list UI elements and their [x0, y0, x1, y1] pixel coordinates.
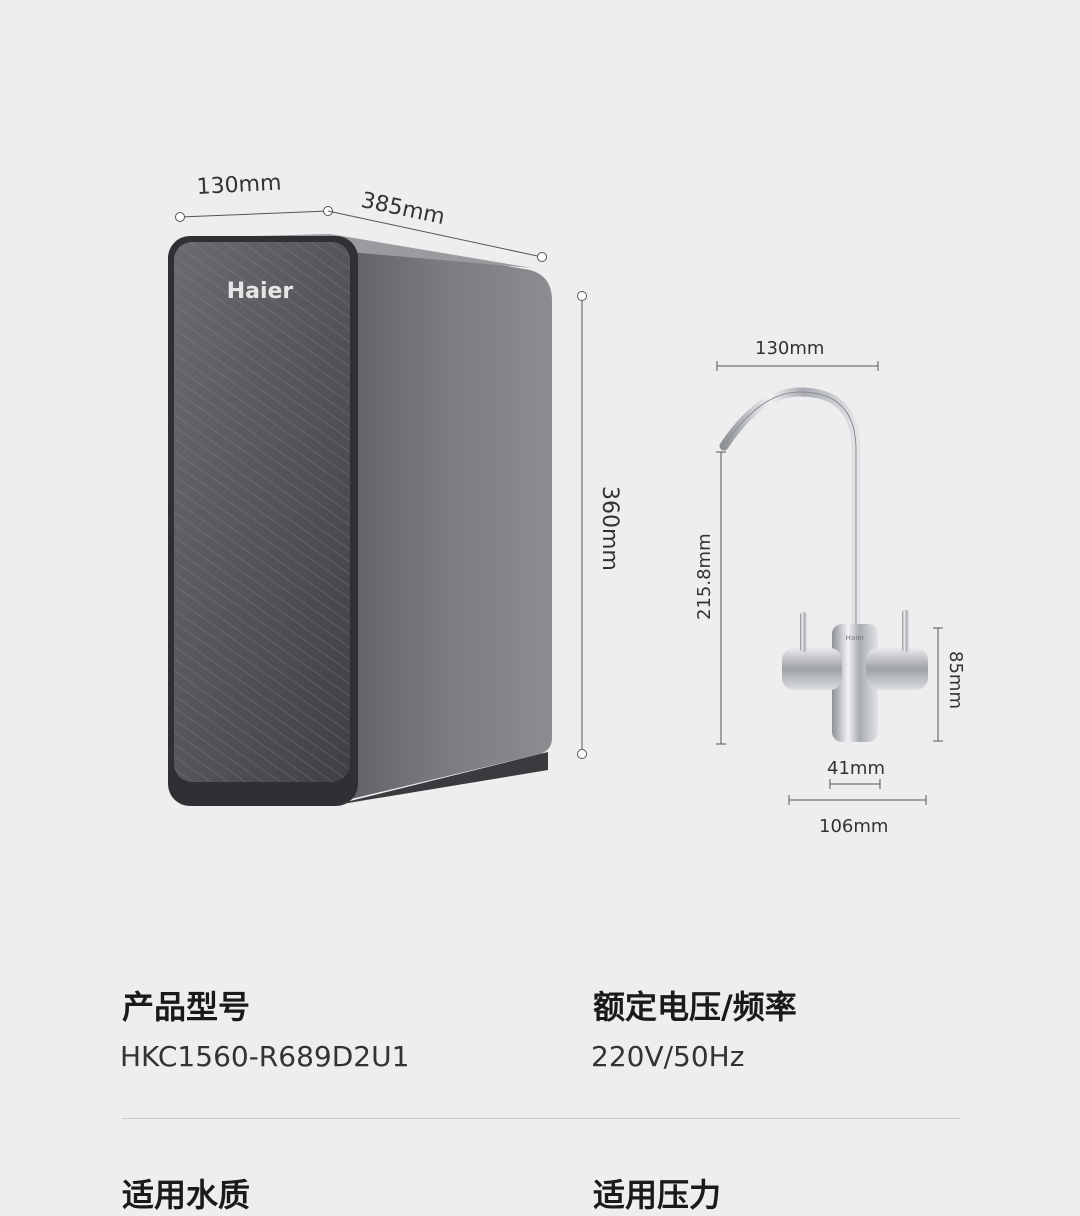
spec-label-model: 产品型号 [122, 988, 251, 1026]
faucet-height-label: 215.8mm [694, 533, 715, 620]
faucet-spout-label: 130mm [755, 338, 825, 359]
spec-label-water-quality: 适用水质 [122, 1176, 251, 1214]
faucet-base-width-label: 106mm [819, 816, 889, 837]
spec-label-pressure: 适用压力 [593, 1176, 722, 1214]
purifier-illustration: Haier [168, 206, 943, 806]
purifier-width-dimension [175, 206, 333, 222]
faucet-body-width-label: 41mm [827, 758, 885, 779]
purifier-width-label: 130mm [196, 170, 283, 200]
purifier-side-panel [330, 236, 552, 804]
faucet-illustration: Haier [719, 387, 928, 742]
purifier-base [180, 752, 548, 806]
spec-value-voltage: 220V/50Hz [591, 1040, 745, 1073]
purifier-height-dimension [577, 291, 587, 759]
purifier-depth-dimension [327, 210, 547, 262]
brand-logo: Haier [227, 279, 294, 304]
spec-divider [122, 1118, 960, 1119]
faucet-body-width-dimension [829, 779, 881, 789]
faucet-base-width-dimension [788, 795, 927, 805]
faucet-height-dimension [716, 451, 726, 745]
faucet-spout-dimension [716, 361, 879, 371]
purifier-height-label: 360mm [597, 486, 622, 571]
spec-label-voltage: 额定电压/频率 [593, 988, 797, 1026]
faucet-body-height-dimension [933, 627, 943, 742]
svg-text:Haier: Haier [846, 634, 865, 642]
spec-value-model: HKC1560-R689D2U1 [120, 1040, 410, 1073]
faucet-body-height-label: 85mm [945, 651, 966, 709]
